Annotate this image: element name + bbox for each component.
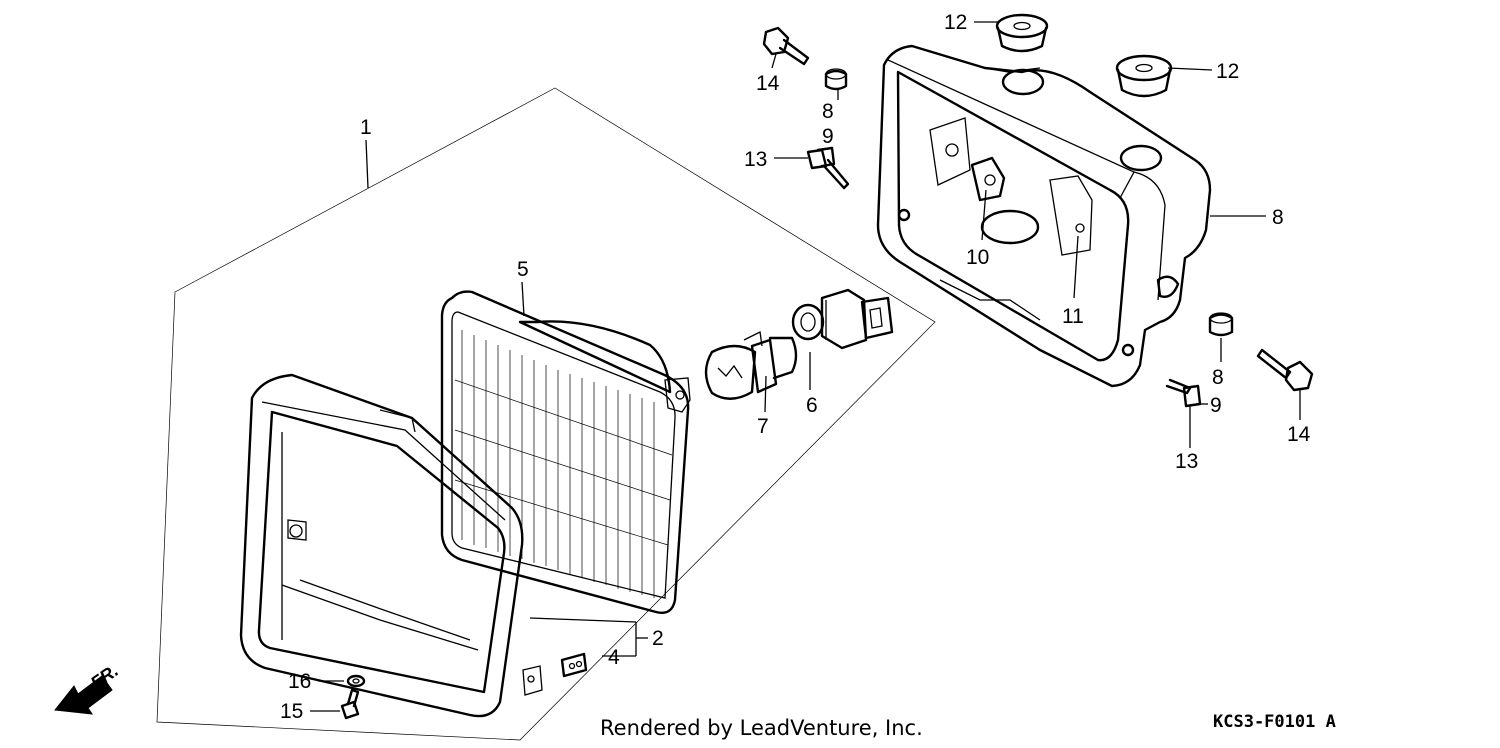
collar-lower bbox=[1208, 312, 1234, 337]
headlight-case bbox=[876, 44, 1212, 388]
label-part-1: 1 bbox=[360, 116, 372, 139]
label-part-13-upper: 13 bbox=[744, 148, 767, 171]
label-part-2: 2 bbox=[652, 627, 664, 650]
screw-lower bbox=[1165, 378, 1202, 408]
bulb-socket bbox=[791, 288, 894, 350]
label-part-15: 15 bbox=[280, 700, 303, 723]
label-part-8-case: 8 bbox=[1272, 206, 1284, 229]
front-arrow-icon bbox=[54, 675, 113, 715]
label-part-9-lower: 9 bbox=[1210, 394, 1222, 417]
sealed-beam-unit bbox=[440, 290, 691, 614]
bolt-upper bbox=[762, 26, 810, 66]
label-part-9-upper: 9 bbox=[822, 125, 834, 148]
grommet-right bbox=[1115, 54, 1173, 98]
render-credit: Rendered by LeadVenture, Inc. bbox=[600, 716, 923, 740]
grommet-top bbox=[995, 13, 1049, 53]
spring-nut bbox=[346, 674, 366, 688]
label-part-11: 11 bbox=[1062, 305, 1084, 328]
adjusting-nut bbox=[560, 652, 588, 678]
front-direction-indicator: FR. bbox=[54, 660, 122, 715]
assembly-outline bbox=[156, 87, 936, 741]
bolt-lower bbox=[1256, 348, 1314, 392]
label-part-7: 7 bbox=[757, 415, 769, 438]
diagram-code: KCS3-F0101 A bbox=[1213, 712, 1336, 732]
label-part-8-lower: 8 bbox=[1212, 366, 1224, 389]
adjusting-screw bbox=[340, 688, 360, 720]
screw-upper bbox=[806, 146, 850, 190]
label-part-5: 5 bbox=[517, 258, 529, 281]
label-part-12-top: 12 bbox=[944, 11, 967, 34]
headlight-bulb bbox=[704, 331, 798, 400]
label-part-12-right: 12 bbox=[1216, 60, 1239, 83]
label-part-14-upper: 14 bbox=[756, 72, 780, 95]
leader-lines bbox=[310, 21, 1301, 712]
label-part-4: 4 bbox=[608, 646, 620, 669]
label-part-16: 16 bbox=[288, 670, 311, 693]
headlight-rim bbox=[239, 373, 543, 718]
label-part-13-lower: 13 bbox=[1175, 450, 1198, 473]
collar-upper bbox=[824, 68, 848, 91]
label-part-14-lower: 14 bbox=[1287, 423, 1311, 446]
label-part-10: 10 bbox=[966, 246, 989, 269]
label-part-6: 6 bbox=[806, 394, 818, 417]
label-part-8-upper: 8 bbox=[822, 100, 834, 123]
